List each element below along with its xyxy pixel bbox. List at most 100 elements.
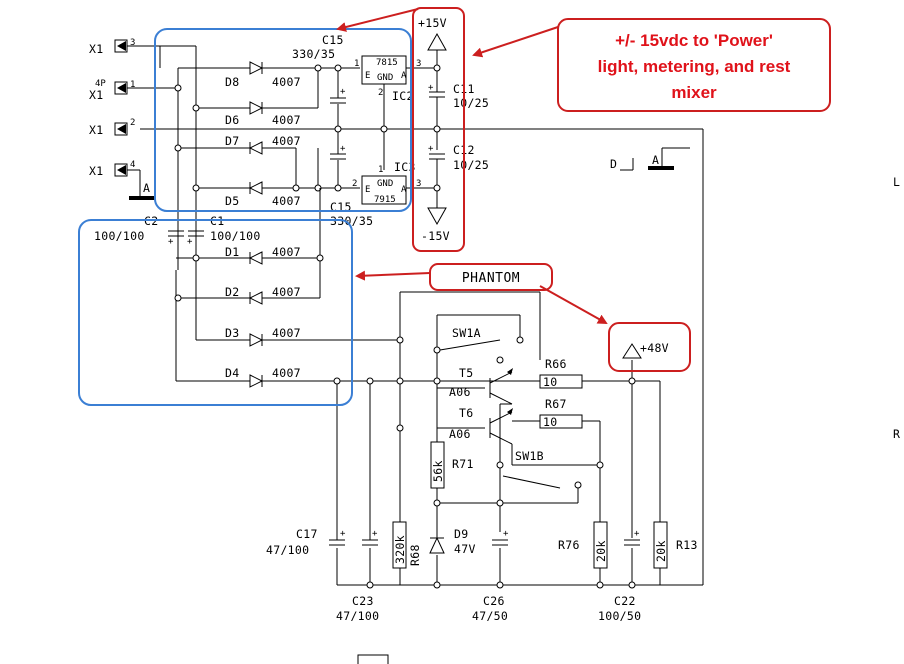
highlight-box-power-rails xyxy=(412,7,465,252)
svg-text:A: A xyxy=(143,181,150,195)
svg-text:+: + xyxy=(187,237,193,247)
highlight-box-phantom-bridge xyxy=(78,219,353,406)
svg-text:47V: 47V xyxy=(454,542,476,556)
capacitor-c17: + C17 47/100 xyxy=(266,527,346,557)
svg-text:+: + xyxy=(503,529,509,539)
svg-text:D1: D1 xyxy=(225,245,239,259)
diode-d7: D7 4007 xyxy=(225,134,301,155)
svg-text:A: A xyxy=(652,153,659,167)
margin-label-l: L xyxy=(893,175,900,189)
svg-text:X1: X1 xyxy=(89,123,103,137)
svg-text:D: D xyxy=(610,157,617,171)
svg-text:+: + xyxy=(428,83,434,93)
svg-text:D9: D9 xyxy=(454,527,468,541)
svg-text:4007: 4007 xyxy=(272,285,301,299)
svg-text:+: + xyxy=(168,237,174,247)
callout-arrows xyxy=(336,8,608,324)
diode-d5: D5 4007 xyxy=(225,181,301,208)
svg-text:2: 2 xyxy=(130,118,135,128)
rail-phantom-48v: +48V xyxy=(622,341,669,359)
svg-text:47/100: 47/100 xyxy=(336,609,379,623)
svg-text:4P: 4P xyxy=(95,79,106,89)
ground-bus xyxy=(140,128,704,586)
svg-text:330/35: 330/35 xyxy=(292,47,335,61)
resistor-r66: 10 R66 xyxy=(539,357,583,389)
svg-text:X1: X1 xyxy=(89,42,103,56)
cut-off-component xyxy=(357,654,389,664)
svg-text:C15: C15 xyxy=(322,33,344,47)
capacitor-c26: + C26 47/50 xyxy=(472,529,509,623)
svg-text:1: 1 xyxy=(378,165,383,175)
reference-symbol-d: D xyxy=(610,157,634,171)
svg-text:E: E xyxy=(365,185,370,195)
callout-phantom: PHANTOM xyxy=(429,263,553,291)
svg-text:3: 3 xyxy=(416,179,421,189)
svg-text:1: 1 xyxy=(354,59,359,69)
svg-text:X1: X1 xyxy=(89,164,103,178)
svg-text:100/100: 100/100 xyxy=(94,229,145,243)
svg-text:D8: D8 xyxy=(225,75,239,89)
svg-text:2: 2 xyxy=(352,179,357,189)
svg-text:100/50: 100/50 xyxy=(598,609,641,623)
resistor-r76: 20k R76 xyxy=(558,521,608,569)
svg-text:T5: T5 xyxy=(459,366,473,380)
capacitor-c22: + C22 100/50 xyxy=(598,529,641,623)
svg-text:320k: 320k xyxy=(393,535,407,564)
svg-text:47/50: 47/50 xyxy=(472,609,508,623)
svg-text:1: 1 xyxy=(130,80,135,90)
svg-text:R68: R68 xyxy=(408,544,422,566)
svg-text:C23: C23 xyxy=(352,594,374,608)
capacitor-c23: + C23 47/100 xyxy=(336,529,379,623)
regulator-ic3: GND E A 7915 1 2 3 IC3 xyxy=(352,160,437,205)
capacitor-c2: + C2 100/100 xyxy=(94,214,184,247)
resistor-r67: 10 R67 xyxy=(539,397,583,429)
svg-text:+: + xyxy=(634,529,640,539)
diode-d1: D1 4007 xyxy=(225,245,301,265)
svg-text:R13: R13 xyxy=(676,538,698,552)
svg-text:3: 3 xyxy=(130,38,135,48)
connector-x1-pin3: X1 3 xyxy=(89,38,160,56)
svg-text:SW1A: SW1A xyxy=(452,326,481,340)
svg-text:A: A xyxy=(401,185,407,195)
svg-text:R76: R76 xyxy=(558,538,580,552)
svg-text:100/100: 100/100 xyxy=(210,229,261,243)
capacitor-c1: + C1 100/100 xyxy=(187,214,261,247)
lower-bridge-wiring xyxy=(175,188,632,382)
svg-text:7815: 7815 xyxy=(376,58,398,68)
diode-d3: D3 4007 xyxy=(225,326,301,347)
callout-power: +/- 15vdc to 'Power' light, metering, an… xyxy=(557,18,831,112)
highlight-box-48v xyxy=(608,322,691,372)
svg-text:7915: 7915 xyxy=(374,195,396,205)
svg-text:10/25: 10/25 xyxy=(453,158,489,172)
svg-text:+: + xyxy=(428,144,434,154)
svg-text:R71: R71 xyxy=(452,457,474,471)
svg-text:R66: R66 xyxy=(545,357,567,371)
svg-text:56k: 56k xyxy=(431,460,445,482)
svg-text:PHANTOM: PHANTOM xyxy=(462,271,520,286)
margin-label-r: R xyxy=(893,427,900,441)
svg-text:D5: D5 xyxy=(225,194,239,208)
resistor-r13: 20k R13 xyxy=(653,521,698,569)
svg-text:10: 10 xyxy=(543,415,557,429)
svg-text:D6: D6 xyxy=(225,113,239,127)
svg-text:GND: GND xyxy=(377,73,393,83)
svg-text:4007: 4007 xyxy=(272,75,301,89)
svg-text:C17: C17 xyxy=(296,527,318,541)
rail-positive-15v: +15V xyxy=(418,16,447,92)
resistor-r68: 320k R68 xyxy=(392,521,422,569)
svg-text:4007: 4007 xyxy=(272,245,301,259)
diode-d8: D8 4007 xyxy=(225,61,301,89)
svg-text:4007: 4007 xyxy=(272,366,301,380)
svg-text:2: 2 xyxy=(378,88,383,98)
svg-text:D3: D3 xyxy=(225,326,239,340)
svg-text:A06: A06 xyxy=(449,385,471,399)
diode-d4: D4 4007 xyxy=(225,366,301,388)
zener-diode-d9: D9 47V xyxy=(429,527,476,556)
svg-text:10: 10 xyxy=(543,375,557,389)
diode-d2: D2 4007 xyxy=(225,285,301,305)
svg-text:R67: R67 xyxy=(545,397,567,411)
rail-negative-15v: -15V xyxy=(421,207,450,243)
svg-text:4007: 4007 xyxy=(272,194,301,208)
svg-text:A06: A06 xyxy=(449,427,471,441)
